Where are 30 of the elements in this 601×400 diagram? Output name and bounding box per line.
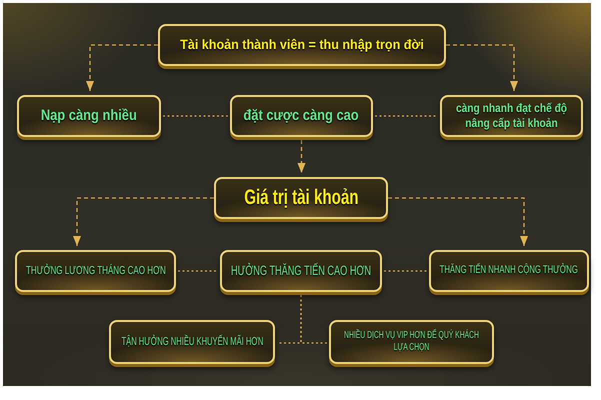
box-label: THĂNG TIẾN NHANH CỘNG THƯỞNG: [440, 264, 578, 278]
process-box: [440, 95, 583, 137]
box-label: THƯỞNG LƯƠNG THÁNG CAO HƠN: [26, 264, 166, 278]
dashed-arrow: [86, 44, 158, 91]
box-label: đặt cược càng cao: [244, 106, 360, 126]
box-label: càng nhanh đạt chế độ nâng cấp tài khoản: [454, 101, 568, 131]
process-box: [109, 320, 275, 364]
dashed-connector: [375, 115, 438, 117]
box-label: Tài khoản thành viên = thu nhập trọn đời: [180, 36, 424, 54]
dashed-arrow: [73, 197, 214, 246]
process-box: [220, 250, 382, 292]
process-box: [17, 95, 161, 137]
dashed-arrow: [298, 140, 306, 173]
process-box: [429, 250, 589, 292]
dashed-arrow: [446, 44, 518, 91]
dashed-connector: [300, 295, 327, 344]
process-box: [214, 177, 388, 219]
process-box: [15, 250, 176, 292]
process-box: [230, 95, 373, 137]
dashed-connector: [178, 270, 218, 272]
box-label: TẬN HƯỞNG NHIỀU KHUYẾN MÃI HƠN: [121, 334, 263, 350]
box-label: NHIỀU DỊCH VỤ VIP HƠN ĐỂ QUÝ KHÁCH LỰA CHỌN: [343, 330, 480, 354]
dashed-connector: [163, 115, 228, 117]
dashed-connector: [384, 270, 427, 272]
box-label: Giá trị tài khoản: [244, 184, 358, 211]
box-label: Nạp càng nhiều: [40, 106, 138, 126]
dashed-arrow: [388, 197, 528, 246]
process-box: [329, 320, 494, 364]
box-label: HƯỞNG THĂNG TIẾN CAO HƠN: [230, 262, 372, 280]
process-box: [158, 24, 446, 66]
